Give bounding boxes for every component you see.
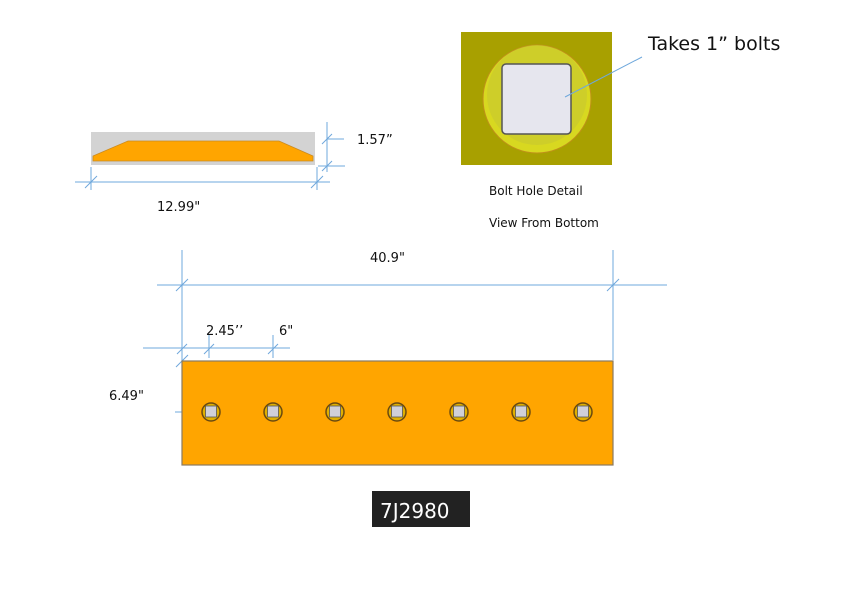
bolt-callout: Takes 1” bolts	[647, 33, 780, 55]
top-view	[181, 360, 614, 466]
part-number: 7J2980	[380, 499, 450, 523]
side-view: 12.99" 1.57”	[75, 122, 393, 215]
top-view-dimensions: 40.9" 2.45’’ 6" 6.49"	[109, 250, 667, 430]
square-hole	[205, 405, 217, 418]
part-number-label: 7J2980	[372, 491, 470, 527]
square-hole	[329, 405, 341, 418]
bolt-hole-detail: Takes 1” bolts Bolt Hole Detail View Fro…	[461, 32, 780, 230]
edge-offset-label: 2.45’’	[206, 324, 243, 339]
length-label: 40.9"	[370, 251, 405, 266]
hole-spacing-label: 6"	[279, 324, 293, 339]
callout-leader	[564, 56, 643, 98]
square-hole	[453, 405, 465, 418]
height-label: 6.49"	[109, 389, 144, 404]
detail-subcaption: View From Bottom	[489, 216, 599, 230]
square-hole	[515, 405, 527, 418]
detail-caption: Bolt Hole Detail	[489, 184, 583, 198]
square-hole	[577, 405, 589, 418]
square-bolt-hole	[501, 63, 572, 135]
side-thickness-label: 1.57”	[357, 133, 393, 148]
square-hole	[391, 405, 403, 418]
side-view-profile	[92, 140, 314, 162]
side-width-label: 12.99"	[157, 200, 200, 215]
square-hole	[267, 405, 279, 418]
